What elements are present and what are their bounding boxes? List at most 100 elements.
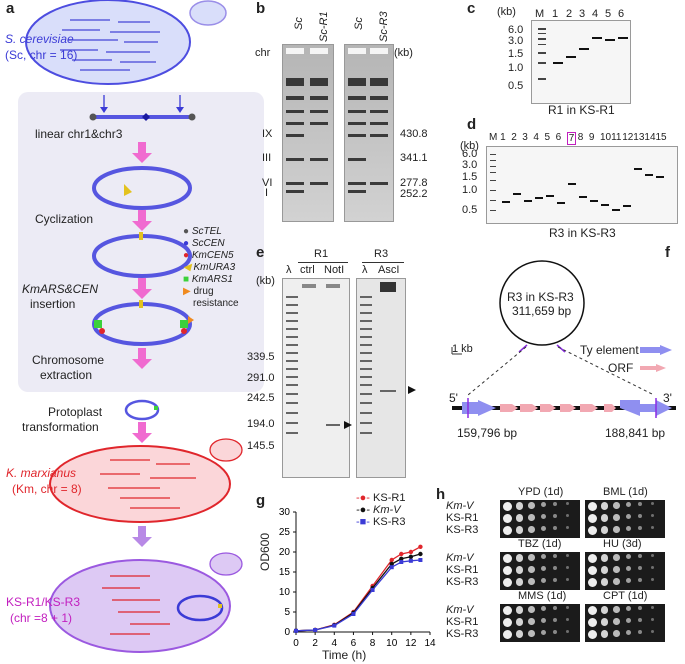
step-insertion-b: insertion <box>30 297 76 311</box>
panel-c-caption: R1 in KS-R1 <box>548 103 615 117</box>
arrow-to-final <box>132 526 152 547</box>
panel-c-ladder-2: 1.5 <box>508 48 524 60</box>
spot <box>650 618 654 621</box>
spot <box>528 606 535 613</box>
circle-line1: R3 in KS-R3 <box>507 290 574 304</box>
end-5: 5' <box>449 391 458 405</box>
chart-xlabel: Time (h) <box>322 648 367 662</box>
plate-5 <box>585 604 665 642</box>
legend-ks-r3: -■- KS-R3 <box>356 516 406 528</box>
panel-e-r1: R1 <box>314 248 329 260</box>
panel-e-ladder-1: 291.0 <box>247 372 275 384</box>
spot <box>528 566 535 573</box>
series-line-KS-R3 <box>295 559 421 632</box>
chr-iii: III <box>262 152 272 164</box>
point-KS-R3 <box>418 558 423 562</box>
panel-e-unit: (kb) <box>256 275 275 287</box>
panel-d-ladder-4: 0.5 <box>462 204 478 216</box>
pfge-unit: (kb) <box>394 47 413 59</box>
spot <box>503 526 512 535</box>
spot <box>613 526 620 533</box>
spot <box>528 514 535 521</box>
panel-c-lane-5: 5 <box>605 8 612 20</box>
panel-d-caption: R3 in KS-R3 <box>549 226 616 240</box>
spot <box>638 554 643 559</box>
panel-d-lane-2: 2 <box>511 132 517 143</box>
plasmid-small <box>124 399 160 421</box>
lane-asci: AscI <box>378 264 400 276</box>
spot <box>540 566 546 572</box>
spot <box>565 606 569 609</box>
spot <box>503 566 512 575</box>
condition-label-2: TBZ (1d) <box>518 538 562 550</box>
spot <box>565 566 569 569</box>
spot <box>650 606 654 609</box>
point-KS-R3 <box>313 628 318 632</box>
panel-c-gel <box>531 20 631 104</box>
spot <box>625 630 631 636</box>
spot <box>515 566 524 574</box>
spot <box>600 578 609 586</box>
spot <box>613 618 620 625</box>
legend-sctel: ● ScTEL <box>183 226 222 237</box>
spot <box>503 630 512 639</box>
size-341: 341.1 <box>400 152 428 164</box>
point-Km-V <box>399 556 404 561</box>
km-species: K. marxianus <box>6 466 77 480</box>
panel-g-label: g <box>256 492 266 509</box>
spot <box>528 554 535 561</box>
spot <box>613 502 620 509</box>
spot <box>625 554 631 560</box>
step-extraction-b: extraction <box>40 368 93 382</box>
spot <box>625 502 631 508</box>
arrow-to-km <box>132 422 152 443</box>
panel-d-lane-4: 4 <box>533 132 539 143</box>
point-KS-R3 <box>399 560 404 564</box>
spot <box>553 630 558 635</box>
spot <box>650 578 654 581</box>
plate-0 <box>500 500 580 538</box>
panel-a-label: a <box>6 0 15 17</box>
spot <box>650 526 654 529</box>
spot <box>588 502 597 511</box>
strain-label-2-1: KS-R1 <box>446 616 479 628</box>
pfge-bands <box>286 48 388 193</box>
panel-d-lane-1: 1 <box>500 132 506 143</box>
panel-c-lane-1: 1 <box>552 8 559 20</box>
y-tick-label: 10 <box>279 587 291 598</box>
step-cyclization: Cyclization <box>35 212 94 226</box>
panel-d-lane-11: 11 <box>611 132 622 143</box>
panel-d-lane-8: 8 <box>577 132 584 143</box>
legend-ks-r1: -●- KS-R1 <box>356 492 406 504</box>
spot <box>650 566 654 569</box>
spot <box>588 606 597 615</box>
end-3: 3' <box>663 391 672 405</box>
spot <box>503 618 512 627</box>
panel-d-lane-9: 9 <box>588 132 595 143</box>
spot <box>588 618 597 627</box>
spot <box>613 566 620 573</box>
legend-drug: ▶ drug <box>183 286 214 297</box>
spot <box>613 514 620 521</box>
spot <box>553 606 558 611</box>
spot <box>540 630 546 636</box>
spot <box>540 526 546 532</box>
plate-4 <box>500 604 580 642</box>
spot <box>565 554 569 557</box>
plate-1 <box>585 500 665 538</box>
y-tick-label: 15 <box>279 567 291 578</box>
strain-label-0-1: KS-R1 <box>446 512 479 524</box>
spot <box>528 502 535 509</box>
spot <box>553 502 558 507</box>
panel-d-lane-13: 13 <box>633 132 645 143</box>
spot <box>528 578 535 585</box>
y-tick-label: 20 <box>279 547 291 558</box>
x-tick-label: 2 <box>312 638 318 649</box>
panel-e-r3: R3 <box>374 248 389 260</box>
final-cell <box>49 552 243 653</box>
spot <box>553 578 558 583</box>
x-tick-label: 12 <box>405 638 417 649</box>
panel-f-label: f <box>665 244 670 261</box>
lane-lambda-1: λ <box>286 264 292 276</box>
